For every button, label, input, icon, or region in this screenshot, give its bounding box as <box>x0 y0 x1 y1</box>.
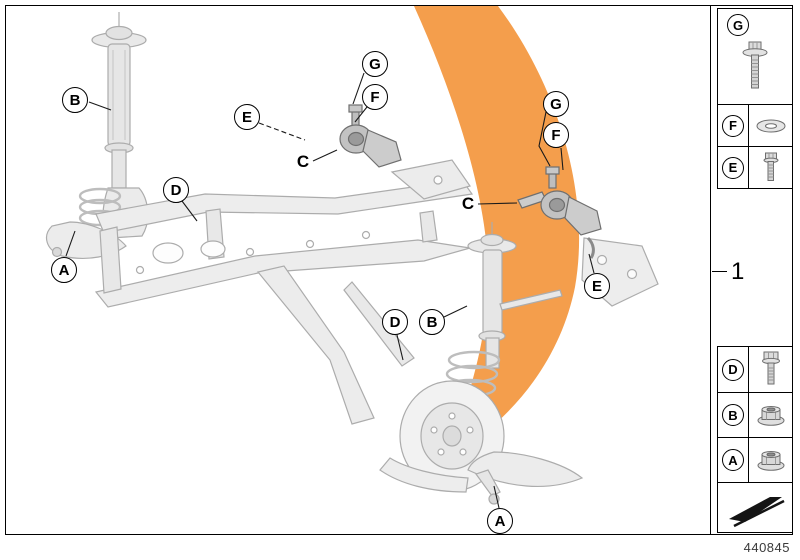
kit-bushings <box>339 104 602 259</box>
callout-c-right[interactable]: C <box>461 194 475 213</box>
washer-icon <box>749 117 792 135</box>
callout-f-left[interactable]: F <box>362 84 388 110</box>
bracket-corner-icon <box>718 487 792 529</box>
legend-item-e[interactable]: E <box>718 146 792 188</box>
kit-ref-number[interactable]: 1 <box>731 258 745 285</box>
screw-icon <box>749 151 792 185</box>
legend-letter-g: G <box>727 14 749 36</box>
legend-item-d[interactable]: D <box>718 347 792 392</box>
kit-ref-line <box>712 271 727 272</box>
legend-item-a[interactable]: A <box>718 437 792 482</box>
callout-d-left[interactable]: D <box>163 177 189 203</box>
legend-item-b[interactable]: B <box>718 392 792 437</box>
sidebar-divider <box>710 5 711 535</box>
flange-nut-icon <box>749 447 792 473</box>
callout-e-right[interactable]: E <box>584 273 610 299</box>
legend-top-group: G F E <box>717 8 793 189</box>
legend-bottom-group: D B <box>717 346 793 533</box>
flange-nut-icon <box>749 402 792 428</box>
legend-divider <box>748 105 749 146</box>
callout-c-left[interactable]: C <box>296 152 310 171</box>
callout-b-left[interactable]: B <box>62 87 88 113</box>
diagram-frame <box>5 5 793 535</box>
callout-e-left[interactable]: E <box>234 104 260 130</box>
callout-b-right[interactable]: B <box>419 309 445 335</box>
legend-divider <box>748 393 749 437</box>
leader-lines <box>65 72 595 509</box>
callout-a-left[interactable]: A <box>51 257 77 283</box>
callout-f-right[interactable]: F <box>543 122 569 148</box>
subframe-drawing <box>45 12 659 505</box>
legend-divider <box>748 347 749 392</box>
legend-letter-b: B <box>722 404 744 426</box>
front-axle-drawing <box>45 6 659 509</box>
legend-letter-d: D <box>722 358 744 381</box>
legend-divider <box>748 438 749 482</box>
callout-d-right[interactable]: D <box>382 309 408 335</box>
swoosh-graphic <box>414 6 580 459</box>
flange-bolt-icon <box>718 39 792 93</box>
callout-g-left[interactable]: G <box>362 51 388 77</box>
legend-divider <box>748 147 749 188</box>
legend-letter-a: A <box>722 449 744 471</box>
callout-a-right[interactable]: A <box>487 508 513 534</box>
legend-item-g[interactable]: G <box>718 9 792 104</box>
bolt-icon <box>749 350 792 390</box>
legend-item-f[interactable]: F <box>718 104 792 146</box>
callout-g-right[interactable]: G <box>543 91 569 117</box>
legend-letter-f: F <box>722 114 744 137</box>
diagram-part-number: 440845 <box>743 540 790 555</box>
legend-item-bracket <box>718 482 792 532</box>
legend-letter-e: E <box>722 156 744 179</box>
